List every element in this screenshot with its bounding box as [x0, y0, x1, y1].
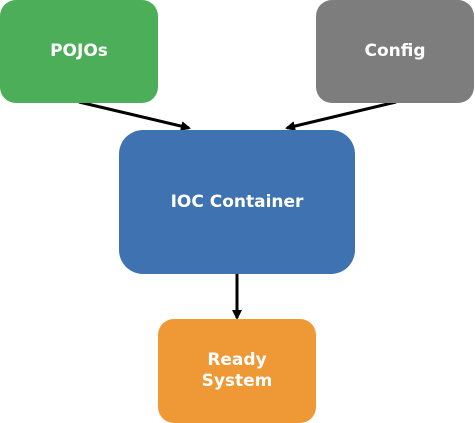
ready-system-label: Ready System	[201, 350, 273, 391]
pojos-label: POJOs	[50, 41, 108, 61]
pojos-node: POJOs	[0, 0, 158, 103]
ready-system-node: Ready System	[158, 319, 316, 423]
arrow-config-to-ioc	[285, 100, 397, 132]
ioc-container-node: IOC Container	[119, 130, 355, 274]
ioc-container-label: IOC Container	[170, 191, 304, 212]
config-label: Config	[364, 41, 426, 61]
config-node: Config	[316, 0, 474, 103]
arrow-pojos-to-ioc	[78, 100, 191, 132]
